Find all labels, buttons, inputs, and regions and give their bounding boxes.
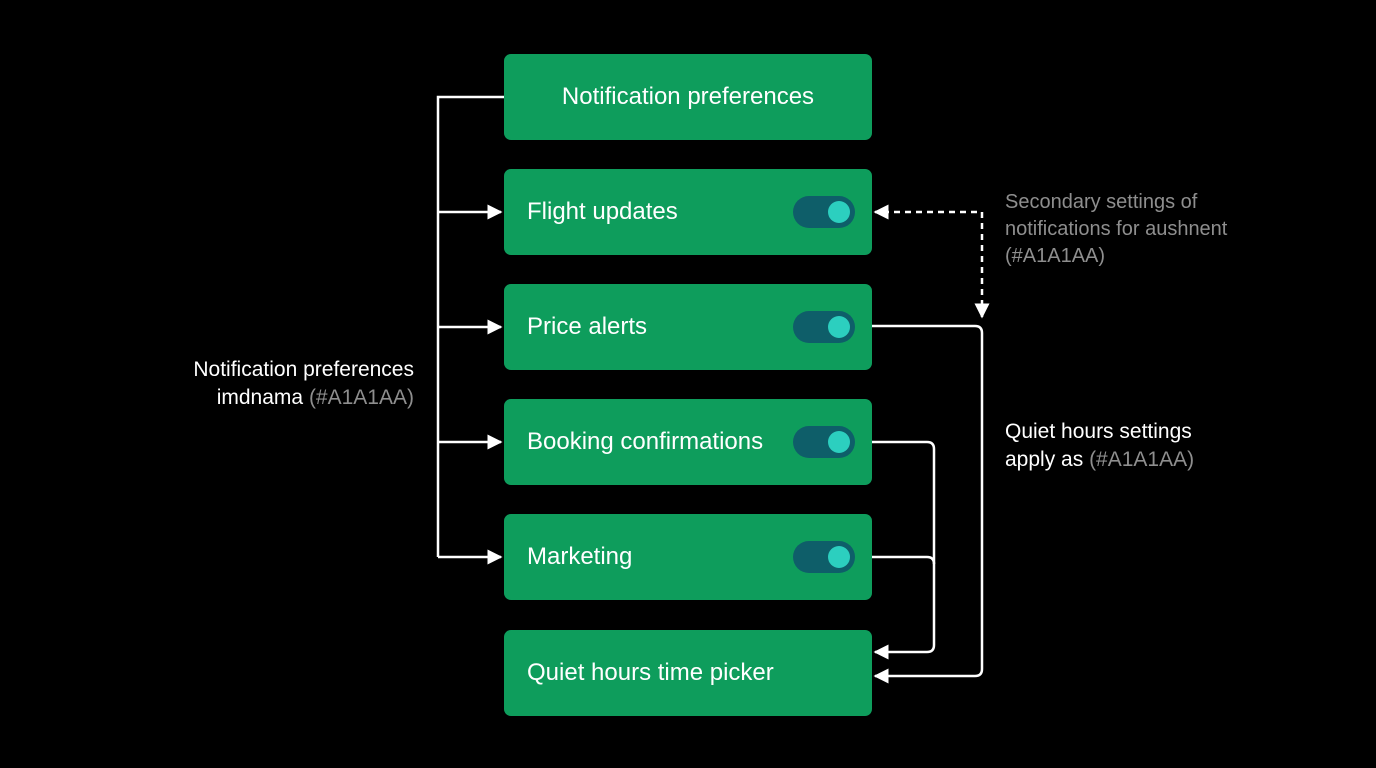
toggle-knob <box>828 431 850 453</box>
flight-updates-toggle[interactable] <box>793 196 855 228</box>
header-trunk-line <box>436 95 504 557</box>
quiet-hours-annotation-line2-muted: (#A1A1AA) <box>1089 448 1195 471</box>
secondary-settings-line2: notifications for aushnent <box>1005 218 1228 240</box>
marketing-box: Marketing <box>504 514 872 600</box>
booking-confirmations-box: Booking confirmations <box>504 399 872 485</box>
quiet-hours-annotation: Quiet hours settings apply as (#A1A1AA) <box>1005 418 1194 474</box>
booking-to-quiet-hours-arrow <box>872 440 936 660</box>
toggle-knob <box>828 201 850 223</box>
notification-preferences-box: Notification preferences <box>504 54 872 140</box>
price-alerts-toggle[interactable] <box>793 311 855 343</box>
secondary-settings-line3: (#A1A1AA) <box>1005 245 1106 267</box>
marketing-toggle[interactable] <box>793 541 855 573</box>
flight-updates-box: Flight updates <box>504 169 872 255</box>
secondary-settings-line1: Secondary settings of <box>1005 191 1198 213</box>
left-annotation-line2: imdnama (#A1A1AA) <box>193 384 414 412</box>
booking-confirmations-label: Booking confirmations <box>527 428 764 455</box>
left-annotation-line1: Notification preferences <box>193 358 414 381</box>
quiet-hours-annotation-line2: apply as (#A1A1AA) <box>1005 446 1194 474</box>
notification-preferences-label: Notification preferences <box>561 83 815 110</box>
price-alerts-to-quiet-hours-arrow <box>872 324 984 684</box>
quiet-hours-annotation-line1: Quiet hours settings <box>1005 420 1192 443</box>
price-alerts-box: Price alerts <box>504 284 872 370</box>
toggle-knob <box>828 546 850 568</box>
toggle-knob <box>828 316 850 338</box>
quiet-hours-time-picker-label: Quiet hours time picker <box>527 659 774 686</box>
left-annotation: Notification preferences imdnama (#A1A1A… <box>193 356 414 412</box>
price-alerts-label: Price alerts <box>527 313 648 340</box>
marketing-to-quiet-hours-line <box>872 555 936 565</box>
marketing-label: Marketing <box>527 543 633 570</box>
left-annotation-line2-muted: (#A1A1AA) <box>308 386 414 409</box>
left-annotation-line2-main: imdnama <box>216 386 304 409</box>
dashed-secondary-arrow <box>873 204 990 319</box>
quiet-hours-annotation-line2-main: apply as <box>1005 448 1084 471</box>
secondary-settings-annotation: Secondary settings of notifications for … <box>1005 189 1227 270</box>
quiet-hours-time-picker-box[interactable]: Quiet hours time picker <box>504 630 872 716</box>
booking-confirmations-toggle[interactable] <box>793 426 855 458</box>
flight-updates-label: Flight updates <box>527 198 678 225</box>
